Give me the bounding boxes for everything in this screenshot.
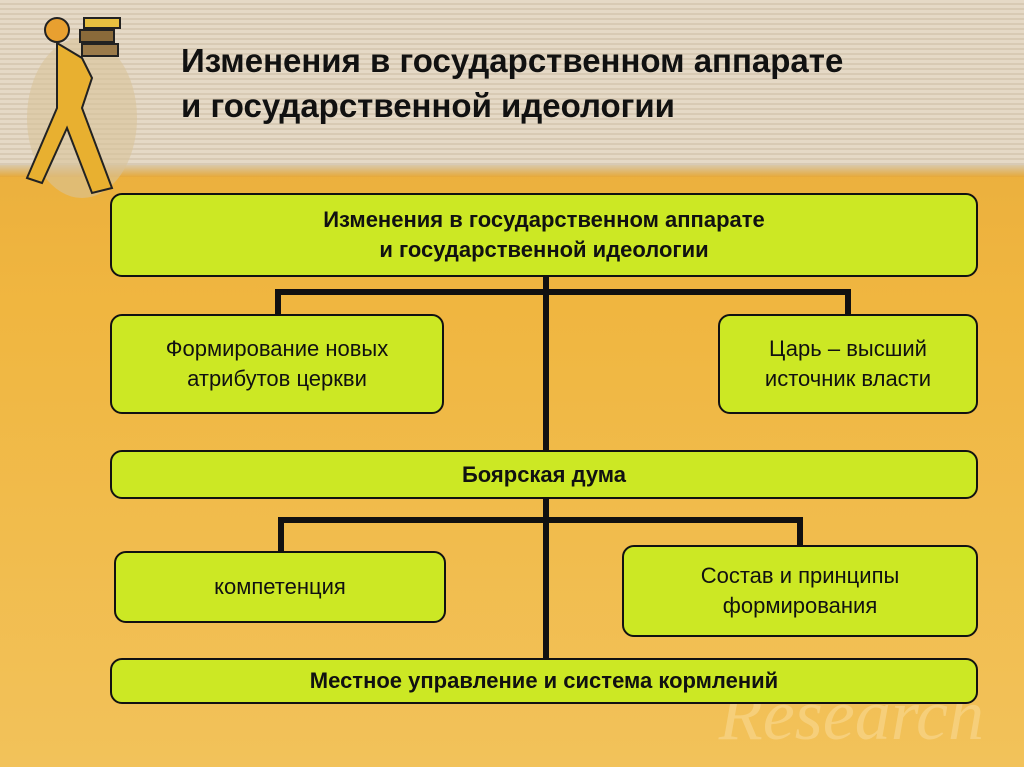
slide-title: Изменения в государственном аппарате и г… <box>181 38 843 128</box>
connector-top-right-drop <box>845 289 851 315</box>
local-government-box: Местное управление и система кормлений <box>110 658 978 704</box>
composition-line1: Состав и принципы <box>700 563 900 588</box>
root-line1: Изменения в государственном аппарате <box>323 207 765 232</box>
church-attributes-box: Формирование новых атрибутов церкви <box>110 314 444 414</box>
composition-box: Состав и принципы формирования <box>622 545 978 637</box>
connector-top-left-drop <box>275 289 281 315</box>
slide-title-line1: Изменения в государственном аппарате <box>181 42 844 79</box>
tsar-power-box: Царь – высший источник власти <box>718 314 978 414</box>
root-line2: и государственной идеологии <box>379 237 709 262</box>
connector-bottom-left-drop <box>278 517 284 552</box>
church-attributes-line2: атрибутов церкви <box>187 366 367 391</box>
competence-box: компетенция <box>114 551 446 623</box>
boyar-duma-box: Боярская дума <box>110 450 978 499</box>
connector-bottom-right-drop <box>797 517 803 546</box>
tsar-power-line2: источник власти <box>764 366 932 391</box>
connector-top-horizontal <box>275 289 851 295</box>
tsar-power-line1: Царь – высший <box>769 336 927 361</box>
connector-bottom-horizontal <box>278 517 803 523</box>
composition-line2: формирования <box>722 593 878 618</box>
root-box: Изменения в государственном аппарате и г… <box>110 193 978 277</box>
person-carrying-books-illustration <box>25 17 137 198</box>
header-band <box>0 0 1024 177</box>
church-attributes-line1: Формирование новых <box>165 336 389 361</box>
slide-title-line2: и государственной идеологии <box>181 87 675 124</box>
